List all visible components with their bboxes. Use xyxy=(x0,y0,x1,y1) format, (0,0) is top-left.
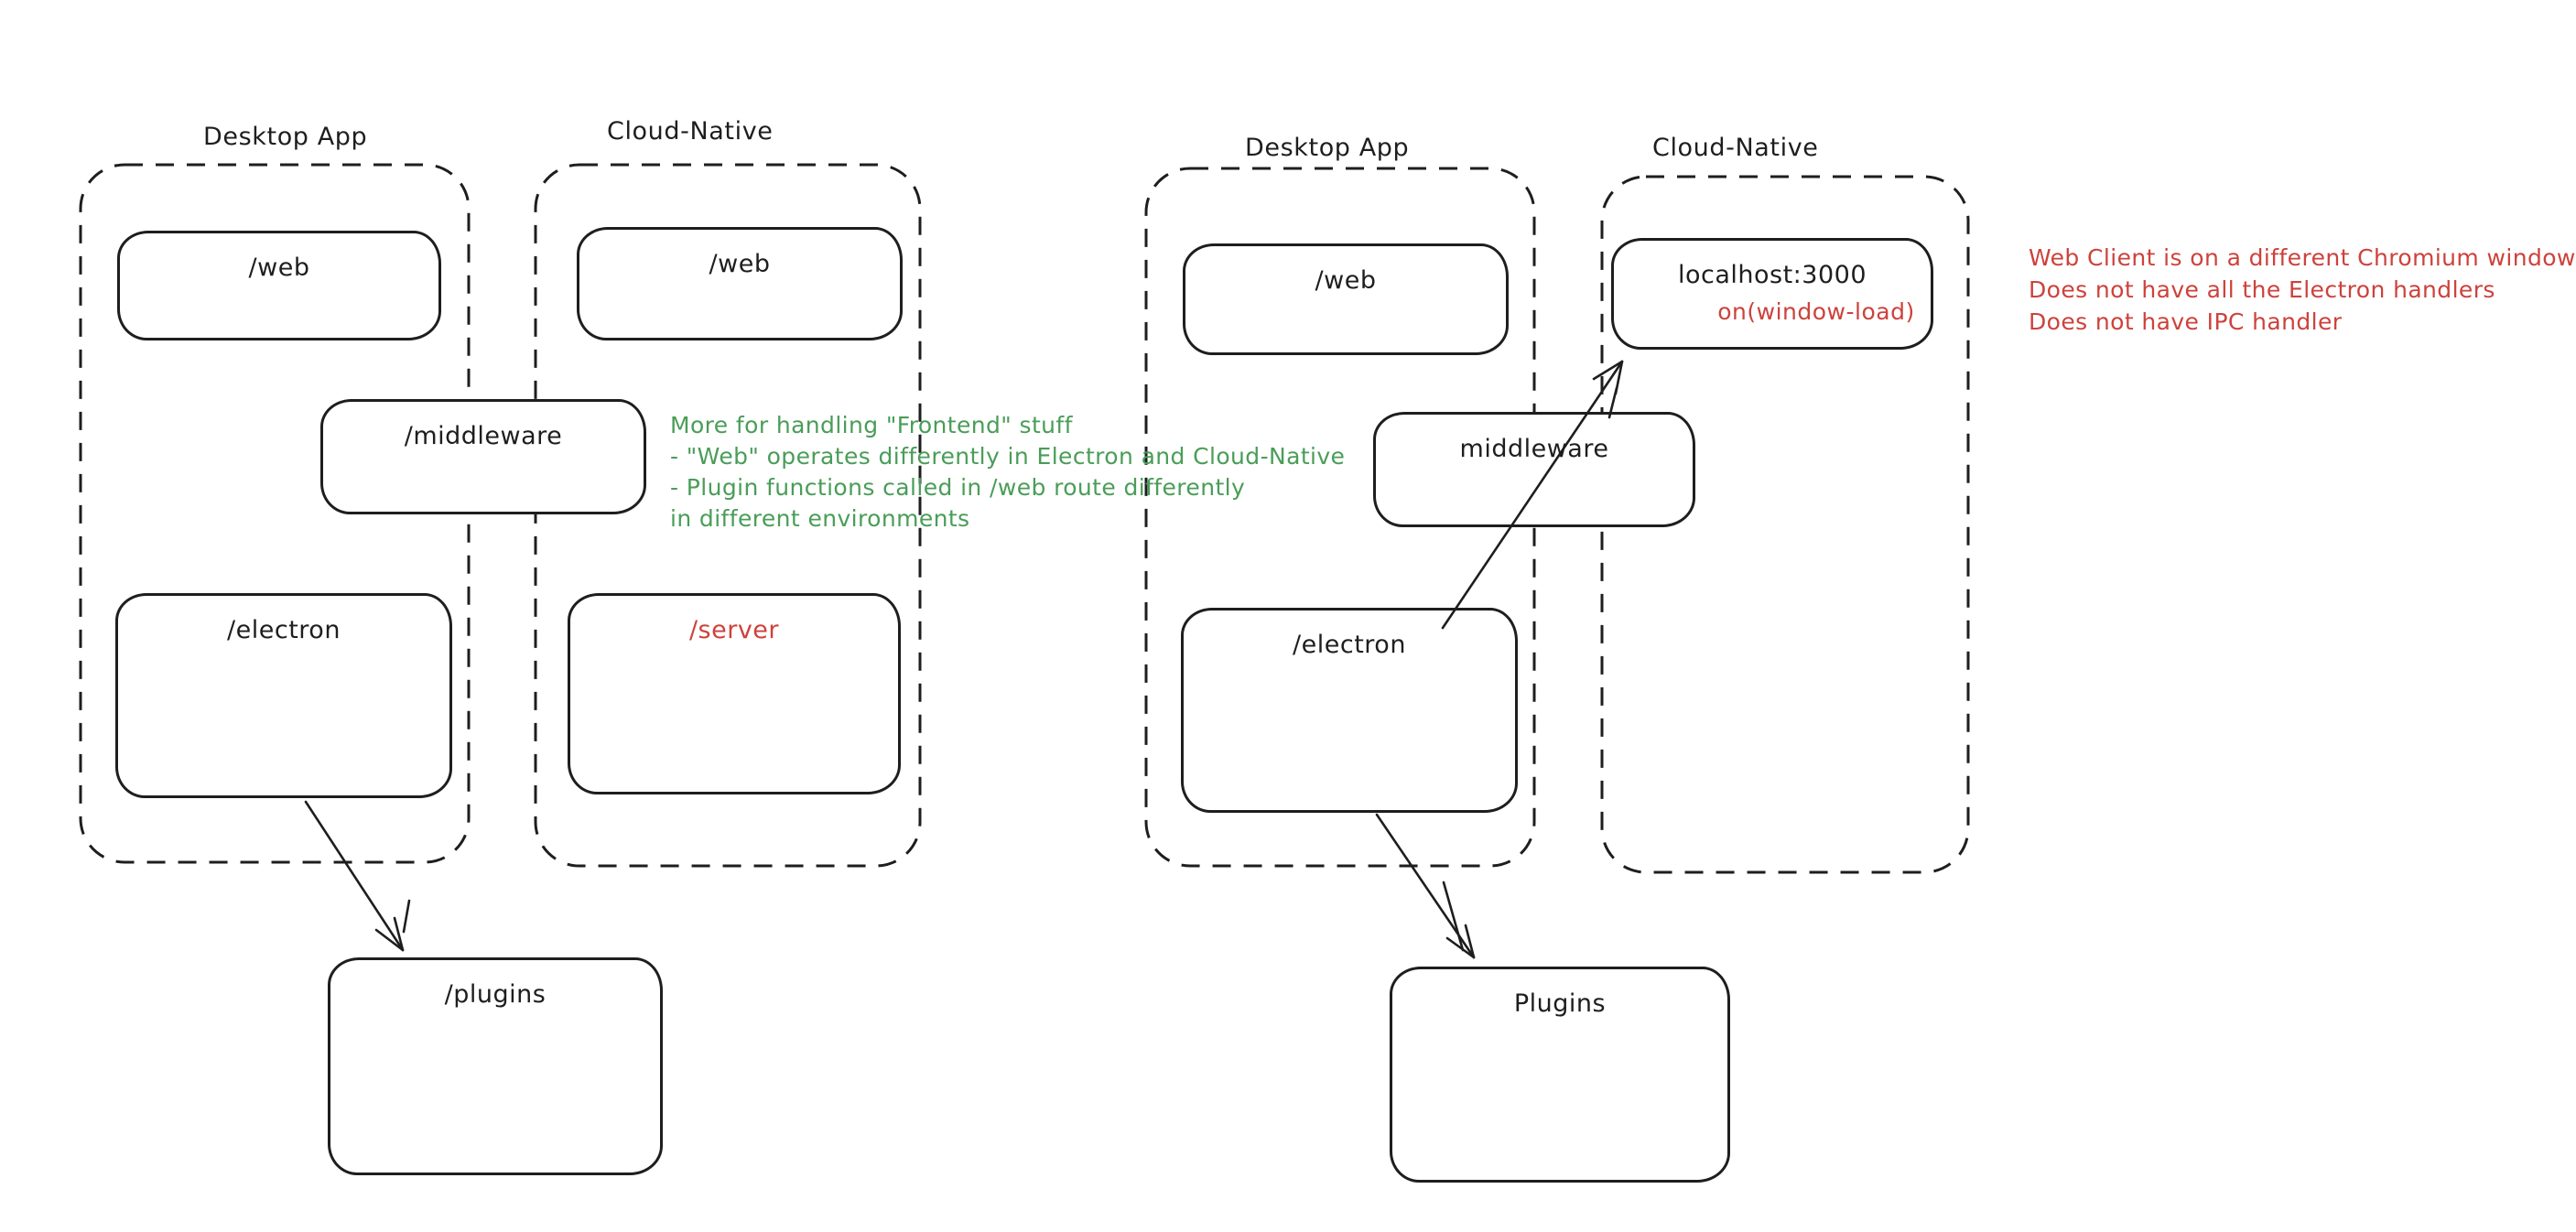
annotation-line: Does not have IPC handler xyxy=(2029,308,2343,335)
node-label: /web xyxy=(709,250,771,278)
node-electron-left[interactable]: /electron xyxy=(115,593,452,798)
annotation-line: Does not have all the Electron handlers xyxy=(2029,276,2495,303)
node-web-left-desktop[interactable]: /web xyxy=(117,231,441,340)
node-label: /web xyxy=(248,254,310,282)
annotation-line: - Plugin functions called in /web route … xyxy=(670,474,1246,501)
red-annotation[interactable]: Web Client is on a different Chromium wi… xyxy=(2029,242,2576,338)
node-middleware-right[interactable]: middleware xyxy=(1373,412,1695,527)
annotation-line: Web Client is on a different Chromium wi… xyxy=(2029,244,2576,271)
arrow-electron-to-plugins-right[interactable] xyxy=(1375,813,1476,959)
node-label: /plugins xyxy=(444,980,547,1009)
node-electron-right[interactable]: /electron xyxy=(1181,608,1518,813)
annotation-line: in different environments xyxy=(670,505,970,532)
node-web-right[interactable]: /web xyxy=(1183,243,1509,355)
node-label: middleware xyxy=(1459,435,1609,463)
group-title-cloud-native-left[interactable]: Cloud-Native xyxy=(607,117,774,146)
node-label: localhost:3000 xyxy=(1677,261,1867,289)
node-label: Plugins xyxy=(1513,989,1607,1018)
node-label: /server xyxy=(688,616,780,644)
group-title-desktop-app-left[interactable]: Desktop App xyxy=(203,123,368,151)
node-label: /electron xyxy=(1293,631,1406,659)
node-label: /middleware xyxy=(404,422,563,450)
node-server-left[interactable]: /server xyxy=(568,593,901,794)
annotation-line: More for handling "Frontend" stuff xyxy=(670,412,1073,438)
annotation-line: - "Web" operates differently in Electron… xyxy=(670,443,1346,470)
node-plugins-right[interactable]: Plugins xyxy=(1390,967,1730,1183)
node-label: /web xyxy=(1315,266,1377,295)
arrow-electron-to-plugins-left[interactable] xyxy=(304,800,411,952)
group-title-desktop-app-right[interactable]: Desktop App xyxy=(1245,134,1410,162)
group-title-cloud-native-right[interactable]: Cloud-Native xyxy=(1652,134,1819,162)
node-sub-label-on-window-load: on(window-load) xyxy=(1717,298,1915,325)
node-label: /electron xyxy=(227,616,341,644)
node-web-left-cloud[interactable]: /web xyxy=(577,227,903,340)
green-annotation[interactable]: More for handling "Frontend" stuff - "We… xyxy=(670,410,1345,535)
node-middleware-left[interactable]: /middleware xyxy=(320,399,646,514)
node-localhost-3000[interactable]: localhost:3000 on(window-load) xyxy=(1611,238,1933,350)
node-plugins-left[interactable]: /plugins xyxy=(328,957,663,1175)
